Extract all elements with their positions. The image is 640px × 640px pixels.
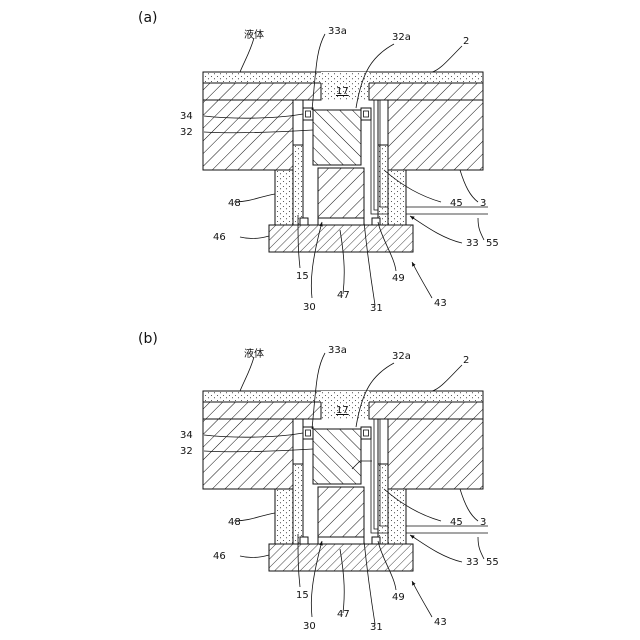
panel-a-drawing bbox=[203, 72, 488, 252]
label-47: 47 bbox=[337, 290, 350, 301]
label-liquid: 液体 bbox=[244, 28, 264, 41]
label-32: 32 bbox=[180, 127, 193, 138]
label-31: 31 bbox=[370, 622, 383, 633]
label-2: 2 bbox=[463, 355, 469, 366]
label-17: 17 bbox=[336, 86, 349, 97]
label-45: 45 bbox=[450, 198, 463, 209]
panel-b-drawing bbox=[203, 391, 488, 571]
label-49: 49 bbox=[392, 273, 405, 284]
label-55: 55 bbox=[486, 557, 499, 568]
label-32: 32 bbox=[180, 446, 193, 457]
label-15: 15 bbox=[296, 590, 309, 601]
label-32a: 32a bbox=[392, 32, 411, 43]
label-47: 47 bbox=[337, 609, 350, 620]
label-49: 49 bbox=[392, 592, 405, 603]
label-33a: 33a bbox=[328, 26, 347, 37]
label-3: 3 bbox=[480, 198, 486, 209]
label-17: 17 bbox=[336, 405, 349, 416]
label-43: 43 bbox=[434, 617, 447, 628]
label-33: 33 bbox=[466, 557, 479, 568]
panel-label-a: (a) bbox=[138, 10, 158, 26]
label-45: 45 bbox=[450, 517, 463, 528]
label-34: 34 bbox=[180, 430, 193, 441]
label-46: 46 bbox=[213, 551, 226, 562]
label-48: 48 bbox=[228, 517, 241, 528]
label-30: 30 bbox=[303, 302, 316, 313]
panel-a: (a) 液体 33a 32a 2 17 34 3 bbox=[138, 10, 499, 314]
label-3: 3 bbox=[480, 517, 486, 528]
label-43: 43 bbox=[434, 298, 447, 309]
label-33: 33 bbox=[466, 238, 479, 249]
panel-b: (b) bbox=[138, 331, 499, 633]
label-32a: 32a bbox=[392, 351, 411, 362]
panel-label-b: (b) bbox=[138, 331, 158, 347]
label-48: 48 bbox=[228, 198, 241, 209]
label-33a: 33a bbox=[328, 345, 347, 356]
label-15: 15 bbox=[296, 271, 309, 282]
label-liquid: 液体 bbox=[244, 347, 264, 360]
label-2: 2 bbox=[463, 36, 469, 47]
label-30: 30 bbox=[303, 621, 316, 632]
label-34: 34 bbox=[180, 111, 193, 122]
label-55: 55 bbox=[486, 238, 499, 249]
label-31: 31 bbox=[370, 303, 383, 314]
label-46: 46 bbox=[213, 232, 226, 243]
